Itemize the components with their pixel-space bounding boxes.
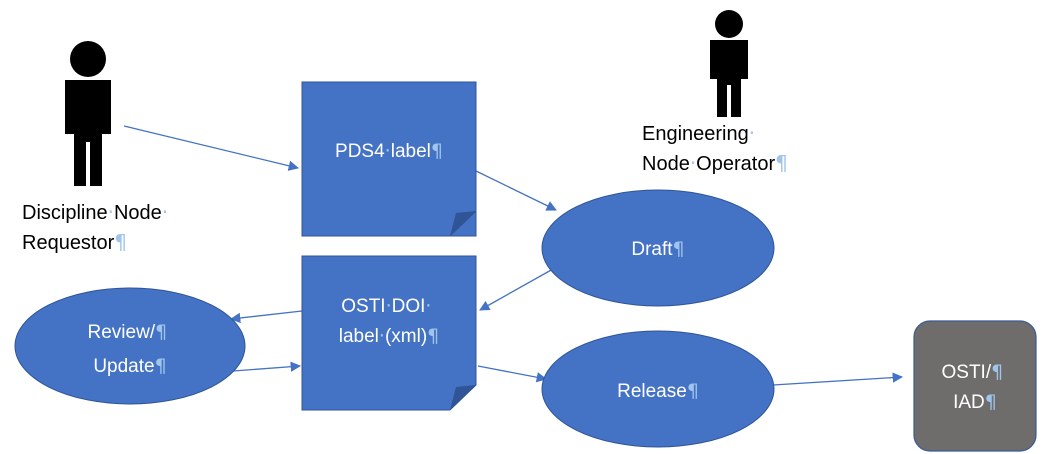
pds4-label-text: PDS4·label¶ bbox=[335, 140, 443, 162]
arrow-requestor-to-pds4 bbox=[123, 125, 300, 171]
review-update-label: Review/¶ Update¶ bbox=[88, 321, 173, 377]
arrow-review-to-osti bbox=[232, 361, 302, 372]
draft-label: Draft¶ bbox=[631, 238, 684, 260]
arrow-draft-to-osti bbox=[479, 268, 554, 311]
person-icon bbox=[65, 41, 111, 186]
arrow-release-to-iad bbox=[772, 372, 904, 386]
discipline-requestor-label: Discipline·Node· Requestor¶ bbox=[22, 200, 174, 254]
person-icon bbox=[710, 10, 748, 117]
osti-doi-label-document: OSTI·DOI· label·(xml)¶ bbox=[301, 255, 477, 411]
release-step: Release¶ bbox=[541, 330, 775, 448]
release-label: Release¶ bbox=[617, 380, 699, 402]
arrow-osti-to-review bbox=[229, 310, 303, 324]
draft-step: Draft¶ bbox=[541, 189, 775, 307]
engineering-operator-label: Engineering· Node·Operator¶ bbox=[642, 121, 788, 175]
pds4-label-document: PDS4·label¶ bbox=[301, 81, 477, 237]
review-update-step: Review/¶ Update¶ bbox=[14, 287, 246, 405]
osti-doi-label-text: OSTI·DOI· label·(xml)¶ bbox=[339, 295, 440, 347]
arrow-osti-to-release bbox=[477, 365, 548, 383]
osti-iad-endpoint: OSTI/¶ IAD¶ bbox=[913, 320, 1037, 452]
osti-iad-label: OSTI/¶ IAD¶ bbox=[942, 361, 1009, 413]
arrow-pds4-to-draft bbox=[475, 170, 557, 211]
